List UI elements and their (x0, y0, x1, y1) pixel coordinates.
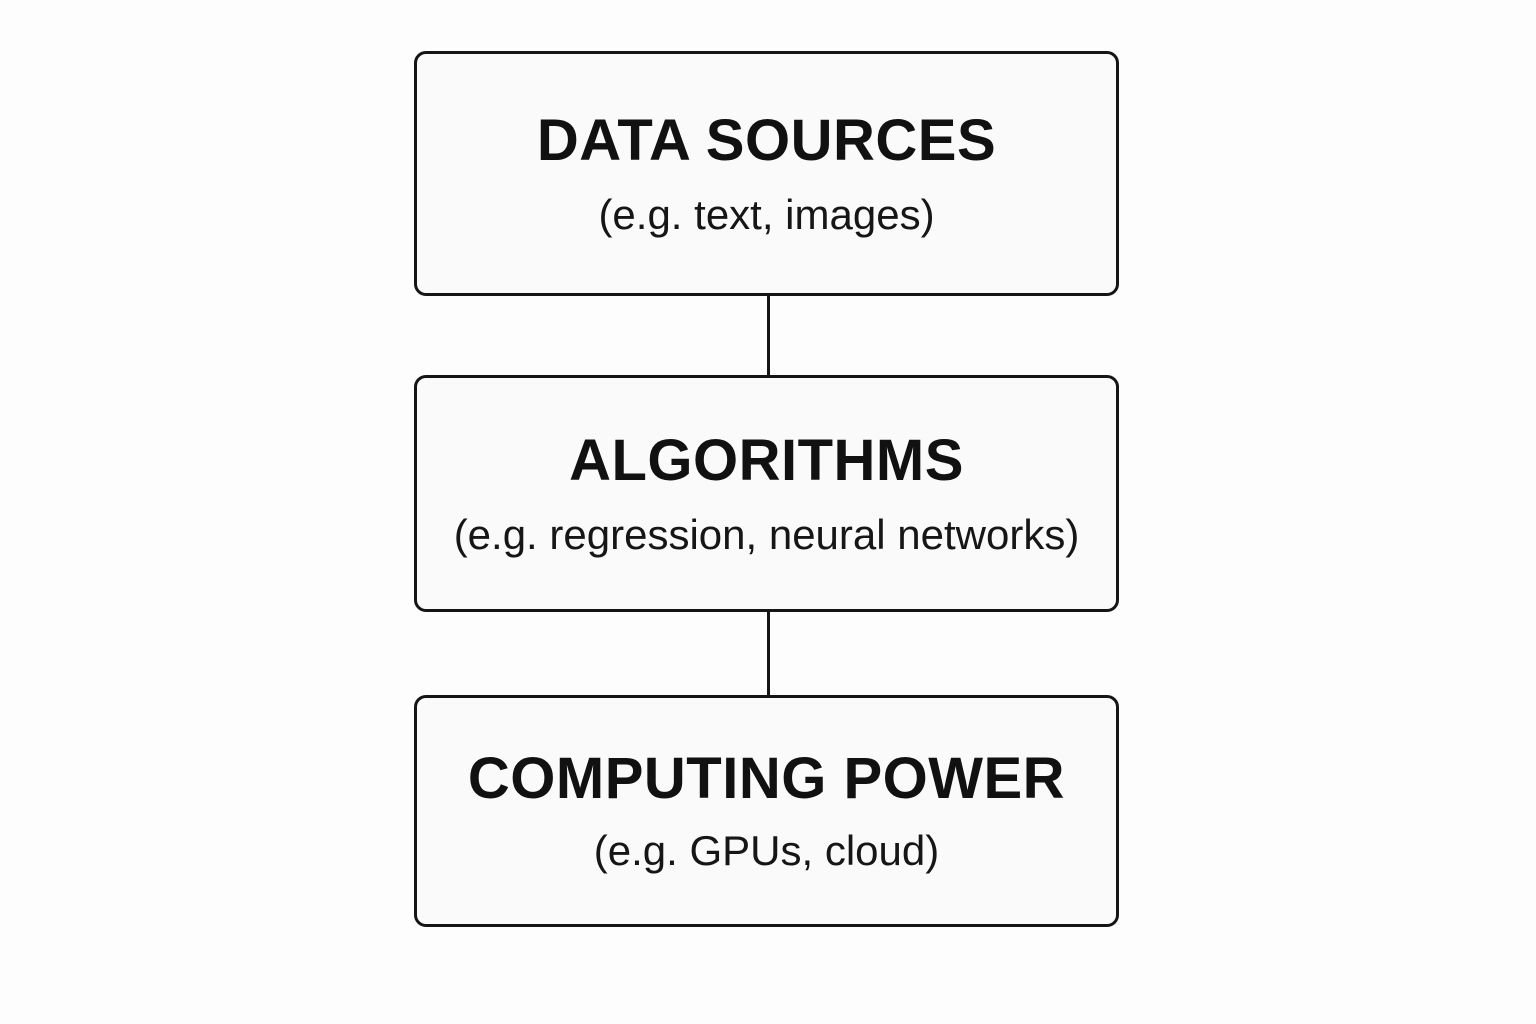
data-sources-subtitle: (e.g. text, images) (598, 190, 935, 238)
data-sources-box: DATA SOURCES (e.g. text, images) (414, 51, 1119, 296)
connector-line (767, 612, 770, 695)
computing-power-box: COMPUTING POWER (e.g. GPUs, cloud) (414, 695, 1119, 927)
algorithms-title: ALGORITHMS (569, 427, 964, 493)
algorithms-box: ALGORITHMS (e.g. regression, neural netw… (414, 375, 1119, 612)
algorithms-subtitle: (e.g. regression, neural networks) (453, 510, 1080, 558)
data-sources-title: DATA SOURCES (536, 107, 997, 173)
computing-power-subtitle: (e.g. GPUs, cloud) (593, 827, 940, 874)
connector-line (767, 296, 770, 375)
computing-power-title: COMPUTING POWER (467, 746, 1066, 811)
